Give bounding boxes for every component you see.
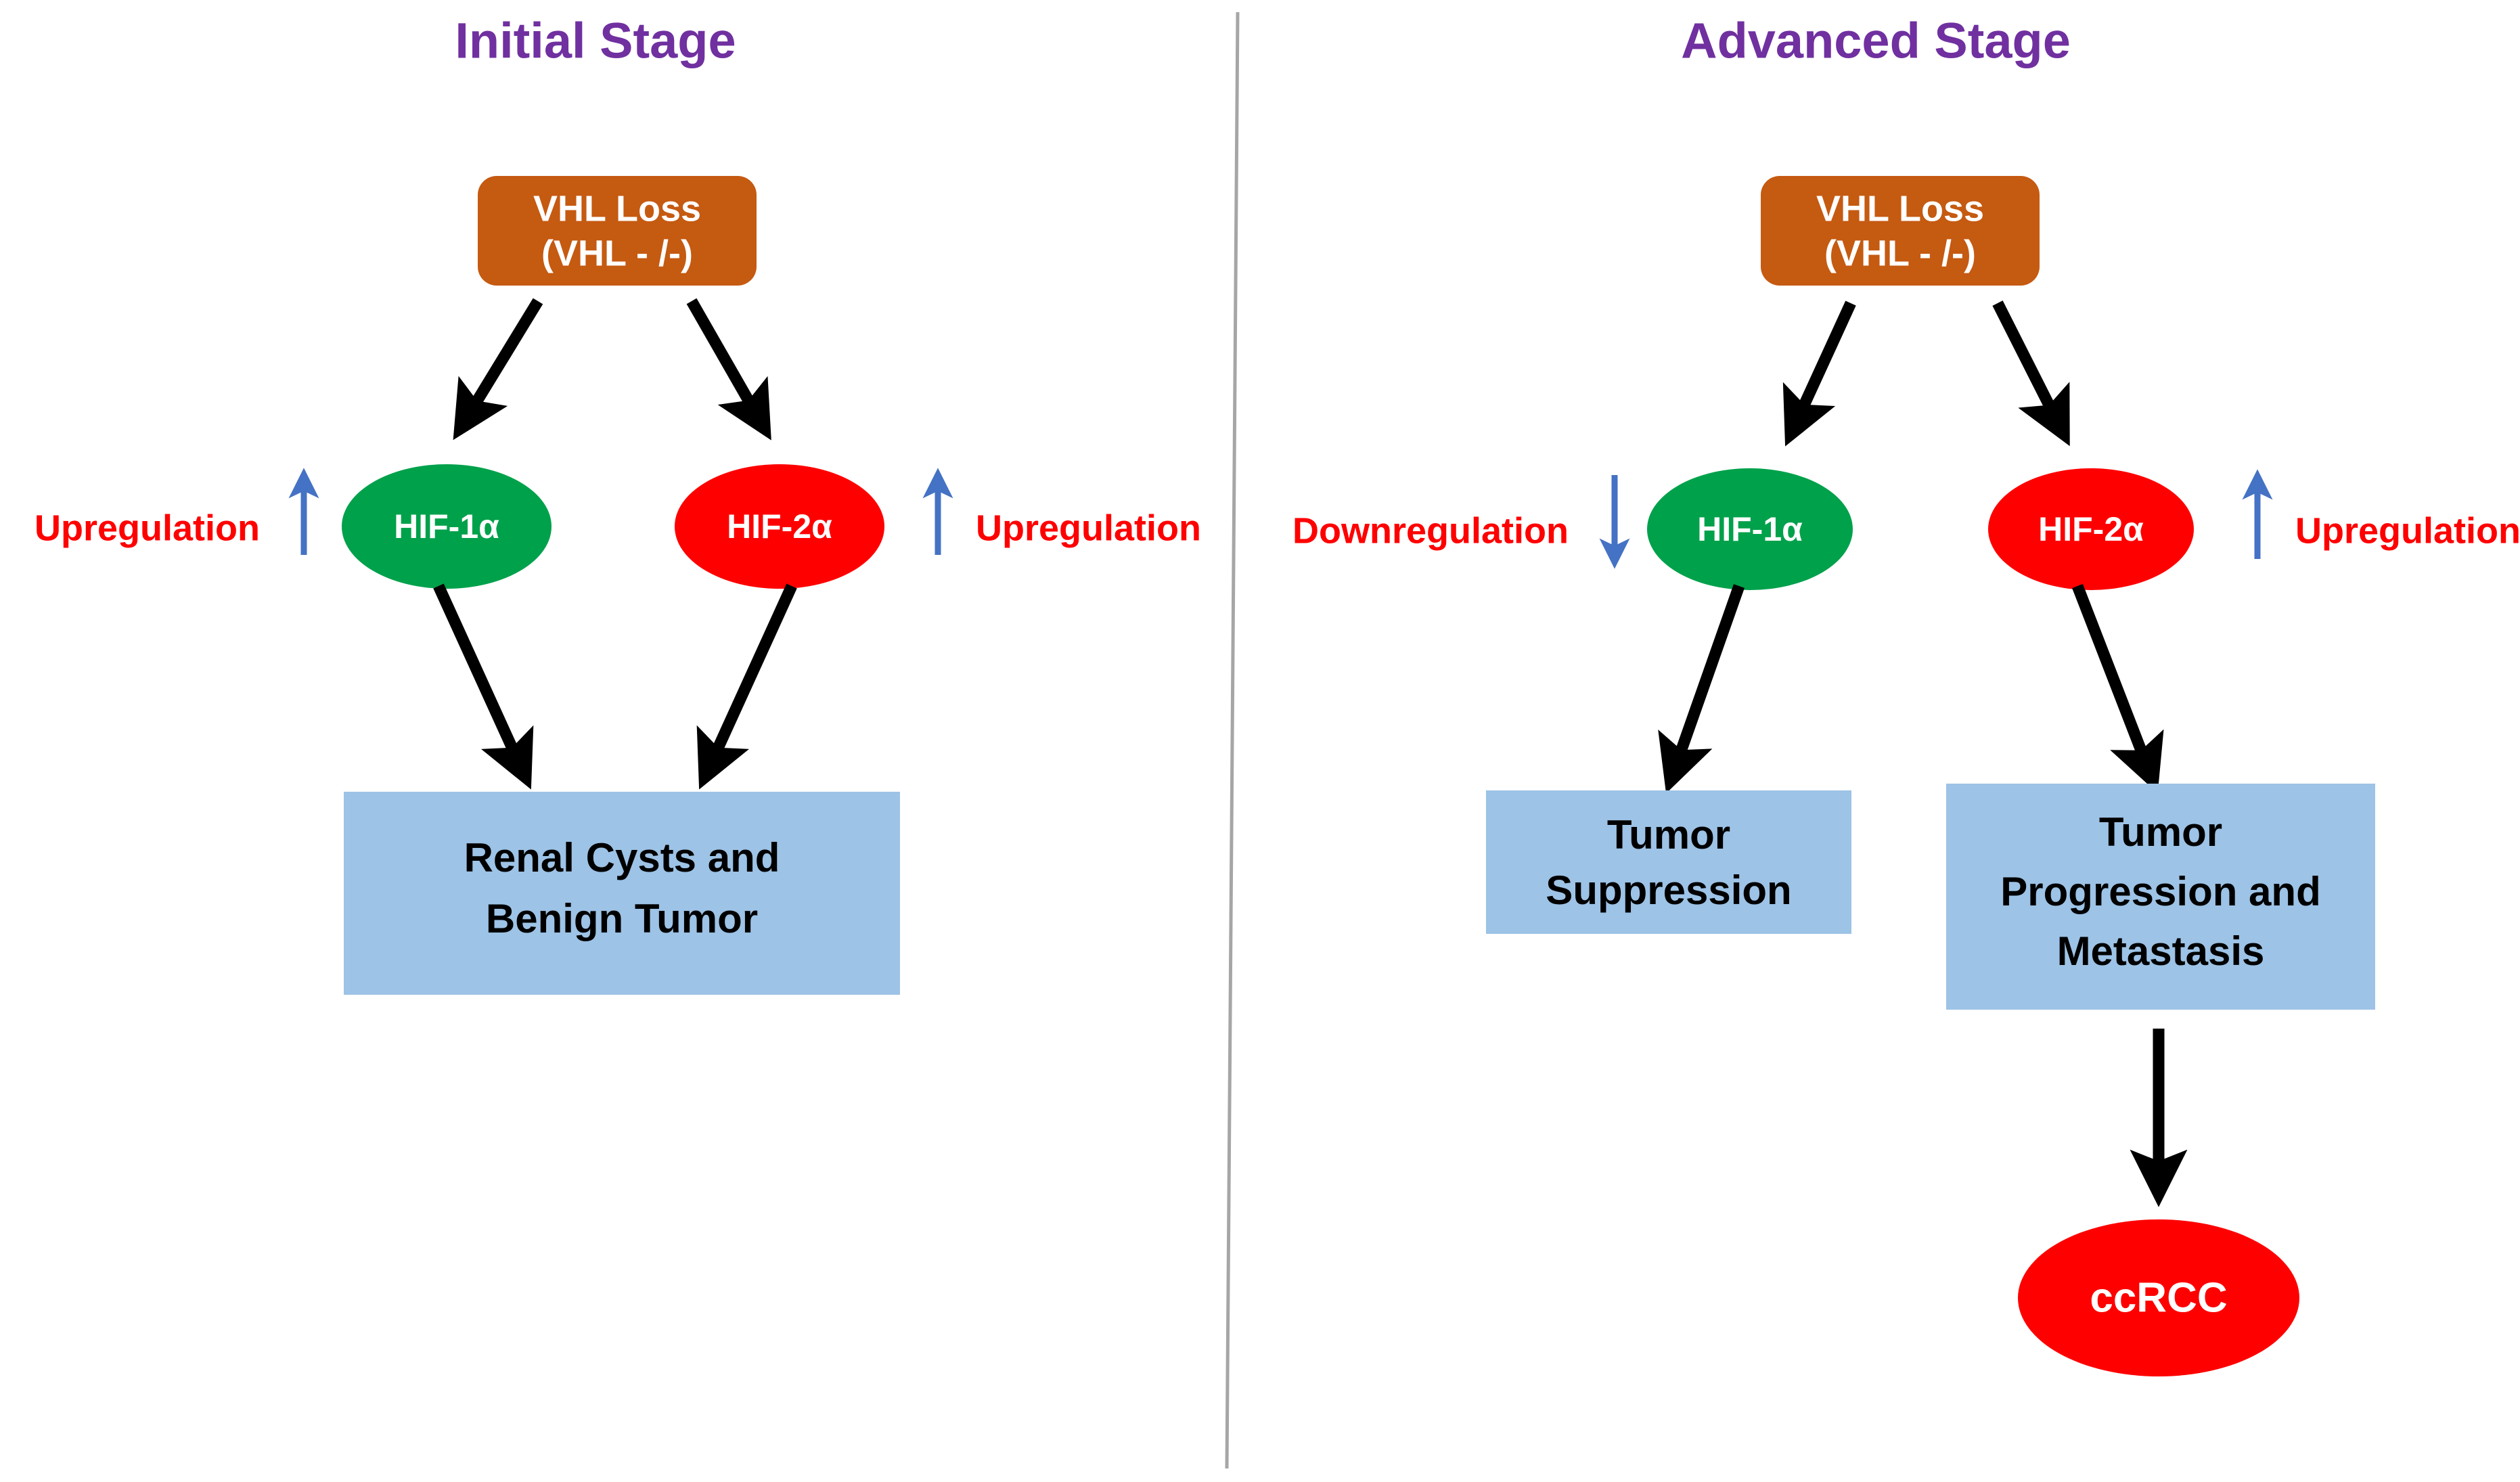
- vertical-divider: [1225, 12, 1240, 1469]
- panel-title-initial-stage: Initial Stage: [455, 13, 736, 69]
- node-hif2a-initial-label: HIF-2α: [727, 508, 832, 545]
- regulation-label-advanced-left: Downregulation: [1292, 510, 1569, 551]
- node-vhl-loss-advanced-line1: VHL Loss: [1816, 188, 1984, 229]
- node-renal-cysts-box: [344, 792, 900, 995]
- regulation-label-initial-right: Upregulation: [976, 508, 1201, 548]
- node-tumor-suppression-box: [1486, 790, 1851, 934]
- node-hif2a-advanced-label: HIF-2α: [2038, 510, 2144, 548]
- arrow-hif1-to-tumor-suppression: [1658, 584, 1745, 794]
- node-vhl-loss-initial-line2: (VHL - /-): [541, 233, 693, 273]
- node-hif1a-initial: [342, 464, 552, 589]
- node-hif1a-advanced: [1647, 468, 1853, 590]
- node-hif1a-initial-label: HIF-1α: [394, 508, 499, 545]
- panel-title-advanced-stage: Advanced Stage: [1681, 13, 2071, 69]
- node-vhl-loss-initial: [478, 176, 757, 286]
- arrow-vhl-to-hif2-initial: [686, 298, 771, 441]
- arrow-vhl-to-hif1-advanced: [1782, 300, 1856, 447]
- arrow-hif2-to-outcome-initial: [696, 583, 797, 790]
- node-hif1a-advanced-label: HIF-1α: [1697, 510, 1803, 548]
- node-vhl-loss-advanced: [1761, 176, 2040, 286]
- arrow-vhl-to-hif1-initial: [453, 298, 543, 441]
- node-ccrcc: [2018, 1219, 2299, 1376]
- node-hif2a-advanced: [1988, 468, 2194, 590]
- node-ccrcc-label: ccRCC: [2090, 1274, 2227, 1321]
- node-tumor-progression-box: [1946, 784, 2375, 1010]
- regulation-label-advanced-right: Upregulation: [2295, 510, 2520, 551]
- node-tumor-suppression-line1: Tumor: [1607, 812, 1730, 857]
- node-vhl-loss-initial-line1: VHL Loss: [533, 188, 701, 229]
- node-tumor-progression-line1: Tumor: [2099, 809, 2222, 855]
- arrow-vhl-to-hif2-advanced: [1992, 300, 2070, 447]
- node-renal-cysts-line1: Renal Cysts and: [464, 835, 780, 880]
- node-renal-cysts-line2: Benign Tumor: [486, 896, 758, 941]
- node-hif2a-initial: [675, 464, 884, 589]
- arrow-hif2-to-tumor-progression: [2072, 583, 2164, 794]
- node-tumor-suppression-line2: Suppression: [1546, 868, 1791, 913]
- node-vhl-loss-advanced-line2: (VHL - /-): [1824, 233, 1976, 273]
- node-tumor-progression-line2: Progression and: [2000, 869, 2320, 914]
- regulation-label-initial-left: Upregulation: [35, 508, 260, 548]
- arrow-hif1-to-outcome-initial: [433, 583, 534, 790]
- node-tumor-progression-line3: Metastasis: [2057, 928, 2265, 974]
